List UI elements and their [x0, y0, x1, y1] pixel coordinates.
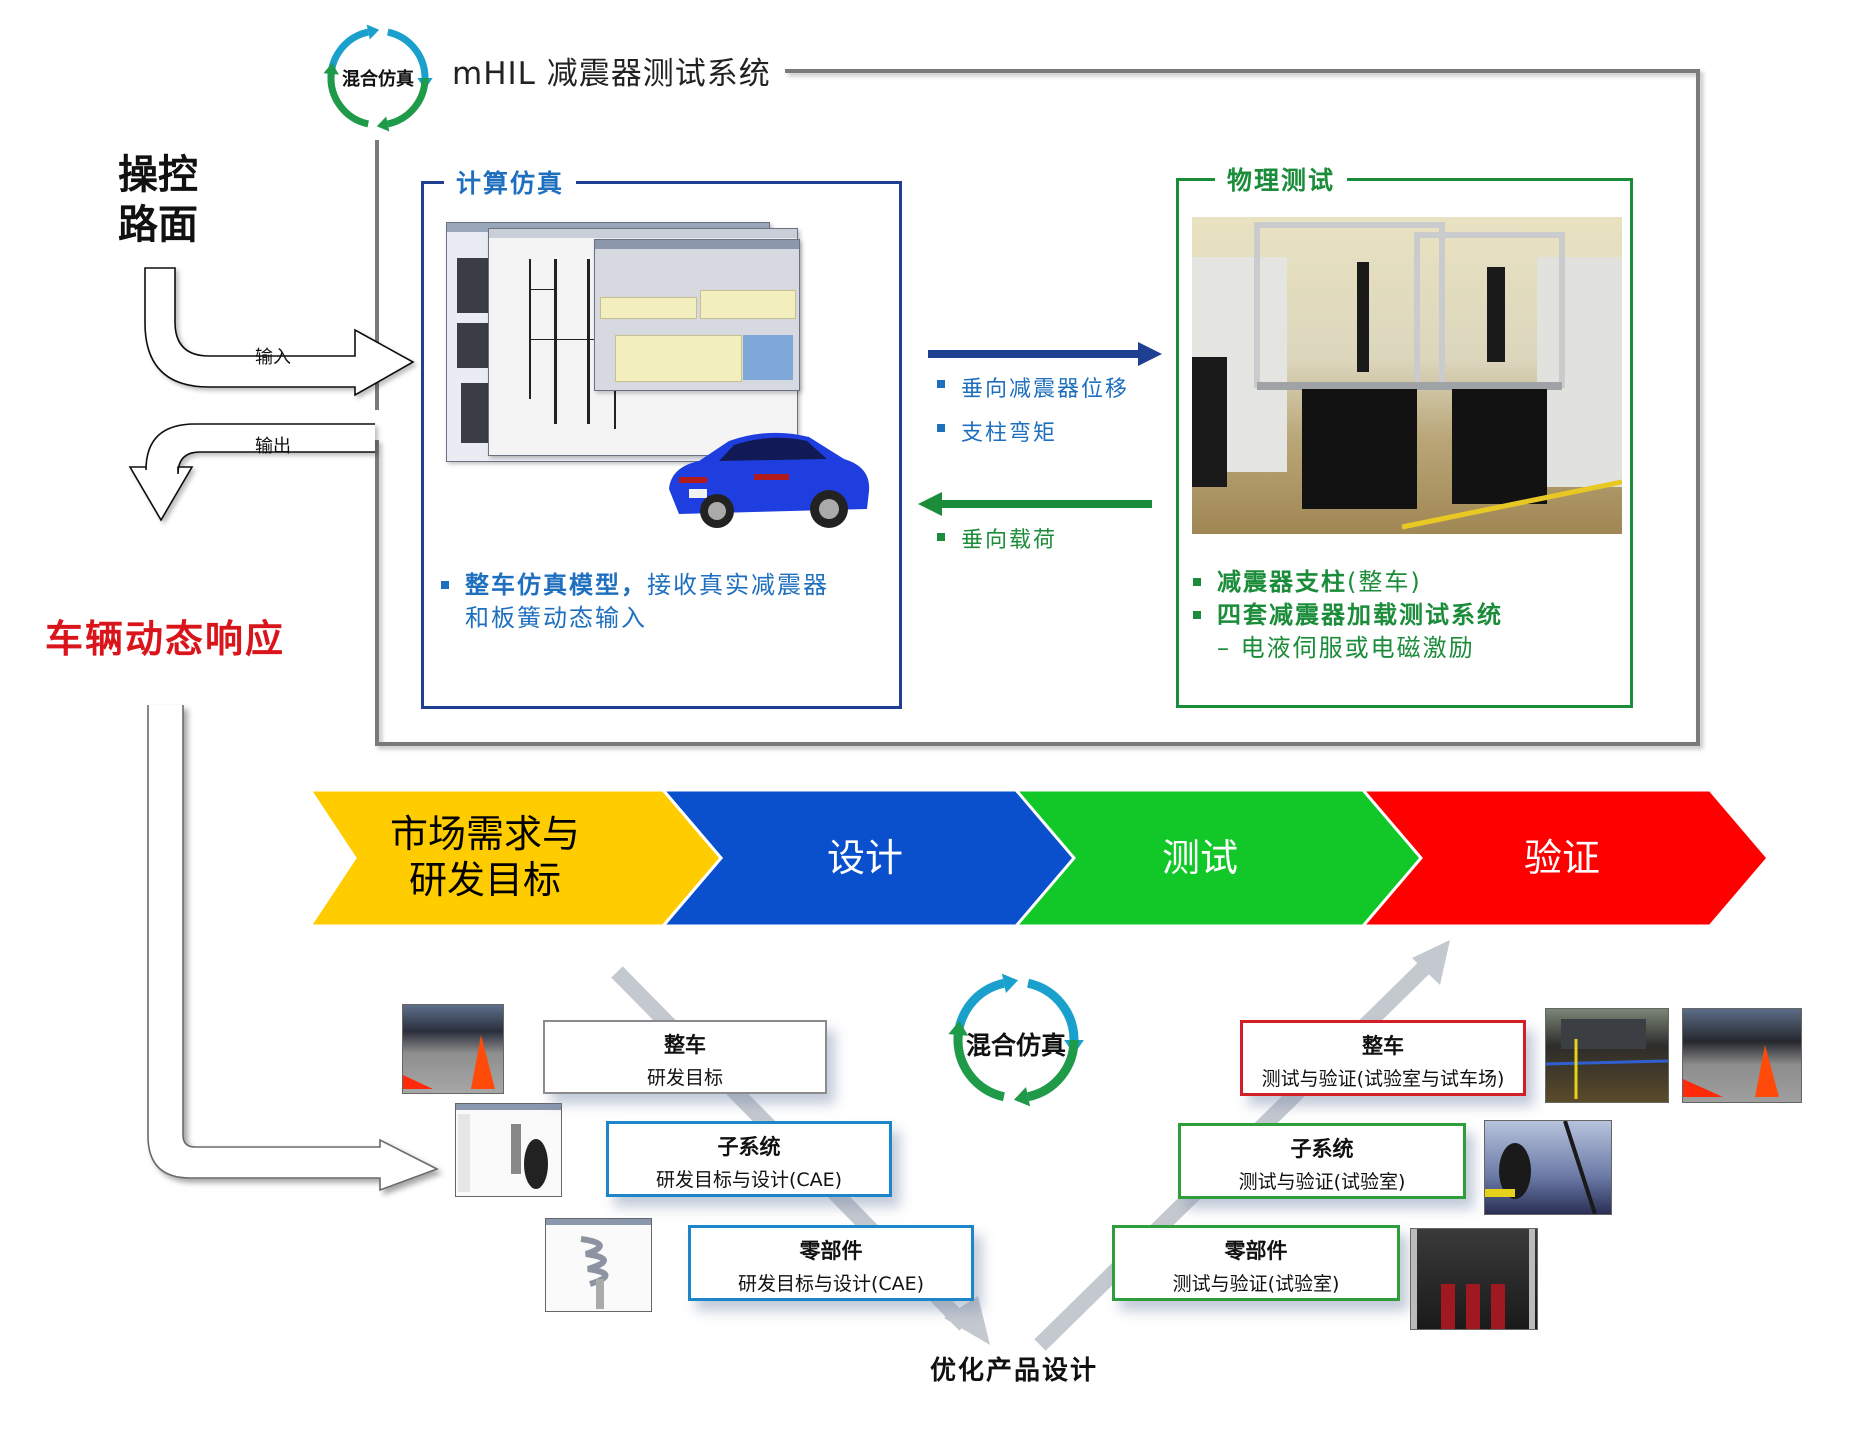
- subsystem-rig-icon: [1485, 1121, 1597, 1214]
- v-box-title: 子系统: [1290, 1137, 1354, 1161]
- v-box-title: 整车: [664, 1033, 706, 1057]
- stage-chevron: [307, 788, 723, 928]
- vehicle-rig-icon: [1546, 1019, 1668, 1099]
- v-right-vehicle-box: 整车 测试与验证(试验室与试车场): [1240, 1020, 1526, 1096]
- cycle-arrow-green-head: [376, 116, 390, 132]
- simulation-panel: 计算仿真 整车仿真模型，接收真实减震器 和板簧动态输入: [421, 164, 902, 709]
- cycle-arrow-green-head: [323, 62, 339, 75]
- signals-to-physical: 垂向减震器位移 支柱弯矩: [935, 368, 1129, 456]
- cone-icon: [403, 1035, 495, 1089]
- spring-cae-icon: [546, 1219, 651, 1309]
- v-left-vehicle-box: 整车 研发目标: [543, 1020, 827, 1094]
- thumb-vehicle-track: [402, 1004, 504, 1094]
- physical-bullet-rest: (整车): [1347, 568, 1422, 596]
- output-label: 输出: [255, 436, 291, 457]
- cycle-arrow-green: [1026, 1039, 1079, 1102]
- vehicle-response-label: 车辆动态响应: [45, 617, 286, 661]
- vehicle-model-image: [669, 432, 870, 528]
- v-box-title: 零部件: [799, 1239, 863, 1263]
- thumb-subsystem-rig: [1484, 1120, 1612, 1215]
- physical-test-panel: 物理测试 减震器支柱(整车) 四套减震器加载测试系统 – 电液伺服或电磁激励: [1176, 161, 1633, 708]
- v-box-subtitle: 测试与验证(试验室): [1238, 1171, 1406, 1193]
- simulation-panel-title: 计算仿真: [444, 164, 577, 200]
- cycle-arrow-green: [386, 77, 429, 128]
- cycle-arrow-green: [327, 73, 370, 128]
- suspension-cae-icon: [456, 1104, 561, 1192]
- drive-road-label: 操控 路面: [118, 150, 198, 250]
- v-left-subsystem-box: 子系统 研发目标与设计(CAE): [606, 1121, 892, 1197]
- arrow-to-physical: [928, 342, 1162, 366]
- feedback-arrow: [147, 705, 439, 1192]
- input-label: 输入: [255, 347, 291, 368]
- simulation-bullets: 整车仿真模型，接收真实减震器 和板簧动态输入: [439, 569, 879, 635]
- v-box-subtitle: 研发目标: [646, 1067, 723, 1089]
- physical-bullet-bold: 四套减震器加载测试系统: [1217, 601, 1503, 629]
- v-box-subtitle: 测试与验证(试验室与试车场): [1261, 1068, 1505, 1090]
- thumb-suspension-cae: [455, 1103, 562, 1197]
- physical-bullet: 减震器支柱(整车): [1191, 566, 1611, 599]
- signals-to-sim: 垂向载荷: [935, 521, 1057, 561]
- cycle-icon-label: 混合仿真: [342, 69, 414, 90]
- signal-item: 垂向载荷: [935, 521, 1057, 561]
- simulation-bullet: 整车仿真模型，接收真实减震器 和板簧动态输入: [439, 569, 879, 635]
- optimize-design-label: 优化产品设计: [930, 1356, 1099, 1386]
- v-box-subtitle: 测试与验证(试验室): [1172, 1273, 1340, 1295]
- test-rig-photo: [1192, 217, 1622, 534]
- system-title: mHIL 减震器测试系统: [452, 56, 771, 92]
- signal-item: 垂向减震器位移: [935, 368, 1129, 412]
- thumb-vehicle-rig: [1545, 1008, 1669, 1103]
- cycle-arrow-green-head: [1013, 1087, 1031, 1107]
- stage-label-market: 市场需求与 研发目标: [360, 811, 610, 903]
- stage-label-line2: 研发目标: [408, 858, 561, 902]
- thumb-component-rig: [1410, 1228, 1538, 1330]
- simulation-bullet-rest: 接收真实减震器: [647, 571, 829, 599]
- stage-label-line1: 市场需求与: [389, 812, 580, 856]
- v-right-subsystem-box: 子系统 测试与验证(试验室): [1178, 1123, 1466, 1199]
- v-left-component-box: 零部件 研发目标与设计(CAE): [688, 1225, 974, 1301]
- v-box-title: 零部件: [1224, 1239, 1288, 1263]
- signal-item: 支柱弯矩: [935, 412, 1129, 456]
- cycle-arrow-blue: [386, 28, 429, 79]
- physical-bullet: 四套减震器加载测试系统: [1191, 599, 1611, 632]
- v-box-title: 子系统: [717, 1135, 781, 1159]
- v-box-title: 整车: [1362, 1034, 1404, 1058]
- cycle-arrow-blue-head: [1001, 973, 1019, 993]
- stage-label-test: 测试: [1161, 836, 1238, 880]
- input-arrow: [144, 267, 415, 397]
- cycle-arrow-blue-head: [366, 24, 380, 40]
- cycle-arrow-blue: [1026, 978, 1079, 1041]
- physical-bullet-bold: 减震器支柱: [1217, 568, 1347, 596]
- output-arrow-shape: [128, 423, 375, 522]
- v-box-subtitle: 研发目标与设计(CAE): [655, 1169, 843, 1191]
- component-rig-icon: [1411, 1229, 1535, 1329]
- simulation-bullet-bold: 整车仿真模型，: [465, 571, 647, 599]
- center-cycle-label: 混合仿真: [966, 1031, 1067, 1060]
- process-chevrons: [307, 788, 1770, 928]
- hybrid-sim-cycle-icon-center: [948, 973, 1084, 1107]
- thumb-spring-cae: [545, 1218, 652, 1312]
- stage-label-validation: 验证: [1523, 836, 1600, 880]
- drive-road-line2: 路面: [118, 202, 198, 248]
- thumb-track-test: [1682, 1008, 1802, 1103]
- v-right-component-box: 零部件 测试与验证(试验室): [1112, 1225, 1400, 1301]
- cycle-arrow-green-head: [948, 1020, 969, 1036]
- test-rig-illustration: [1192, 222, 1622, 530]
- stage-label-design: 设计: [826, 836, 903, 880]
- arrow-to-sim: [918, 492, 1152, 516]
- drive-road-line1: 操控: [118, 152, 198, 198]
- simulation-bullet-line2: 和板簧动态输入: [465, 604, 647, 632]
- cone-icon: [1683, 1045, 1779, 1097]
- v-box-subtitle: 研发目标与设计(CAE): [737, 1273, 925, 1295]
- physical-test-bullets: 减震器支柱(整车) 四套减震器加载测试系统 – 电液伺服或电磁激励: [1191, 566, 1611, 665]
- software-screenshot-dialog: [594, 239, 800, 391]
- physical-sub-bullet: – 电液伺服或电磁激励: [1217, 634, 1475, 662]
- cycle-arrow-green: [953, 1034, 1006, 1102]
- physical-test-panel-title: 物理测试: [1215, 161, 1348, 197]
- hybrid-sim-cycle-icon: [323, 24, 433, 132]
